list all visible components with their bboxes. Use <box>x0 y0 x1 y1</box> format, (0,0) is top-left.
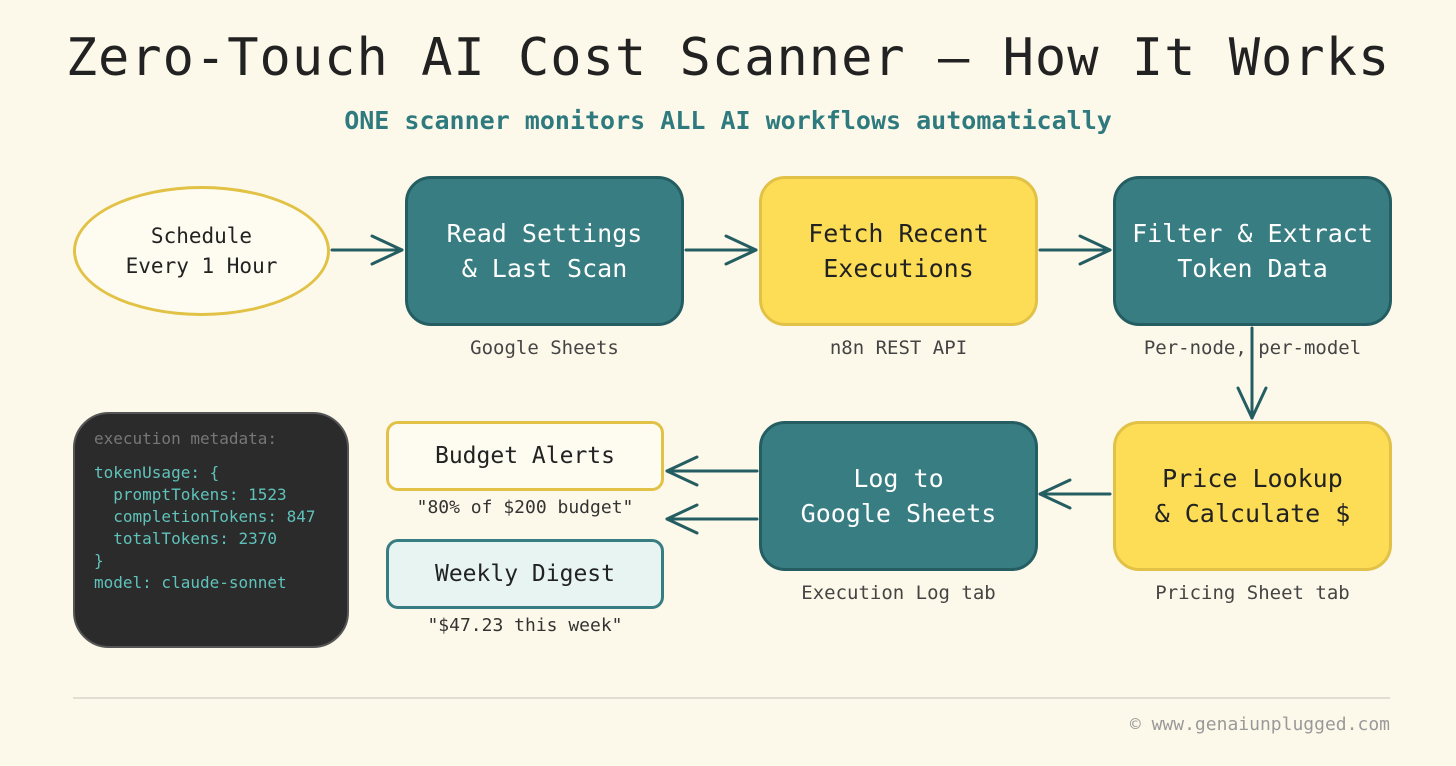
log-to-sheets-caption: Execution Log tab <box>801 582 996 604</box>
code-line: promptTokens: 1523 <box>94 485 287 504</box>
weekly-digest-quote: "$47.23 this week" <box>427 615 623 636</box>
footer-divider <box>73 697 1390 699</box>
arrow-schedule-to-settings <box>330 234 404 266</box>
arrow-price-to-log <box>1038 478 1112 510</box>
code-line: tokenUsage: { <box>94 463 220 482</box>
budget-alerts-quote: "80% of $200 budget" <box>416 497 634 518</box>
read-settings-caption: Google Sheets <box>470 337 619 359</box>
code-line: completionTokens: 847 <box>94 507 316 526</box>
weekly-digest-node: Weekly Digest <box>386 539 664 609</box>
filter-extract-node: Filter & Extract Token Data <box>1113 176 1392 326</box>
arrow-log-to-digest <box>665 503 759 535</box>
code-caption: execution metadata: <box>94 429 278 448</box>
schedule-trigger-node: Schedule Every 1 Hour <box>73 186 330 316</box>
code-line: } <box>94 551 104 570</box>
arrow-settings-to-fetch <box>684 234 758 266</box>
footer-credit: © www.genaiunplugged.com <box>1129 714 1390 735</box>
price-lookup-caption: Pricing Sheet tab <box>1155 582 1350 604</box>
code-line: totalTokens: 2370 <box>94 529 278 548</box>
fetch-executions-caption: n8n REST API <box>829 337 968 359</box>
arrow-filter-to-price <box>1236 326 1268 420</box>
diagram-subtitle: ONE scanner monitors ALL AI workflows au… <box>344 106 1112 135</box>
execution-metadata-code-block: execution metadata: tokenUsage: { prompt… <box>73 412 349 648</box>
diagram-title: Zero-Touch AI Cost Scanner – How It Work… <box>65 28 1391 88</box>
fetch-executions-node: Fetch Recent Executions <box>759 176 1038 326</box>
price-lookup-node: Price Lookup & Calculate $ <box>1113 421 1392 571</box>
filter-extract-caption: Per-node, per-model <box>1143 337 1362 359</box>
read-settings-node: Read Settings & Last Scan <box>405 176 684 326</box>
code-line: model: claude-sonnet <box>94 573 287 592</box>
arrow-fetch-to-filter <box>1038 234 1112 266</box>
budget-alerts-node: Budget Alerts <box>386 421 664 491</box>
arrow-log-to-alerts <box>665 455 759 487</box>
log-to-sheets-node: Log to Google Sheets <box>759 421 1038 571</box>
